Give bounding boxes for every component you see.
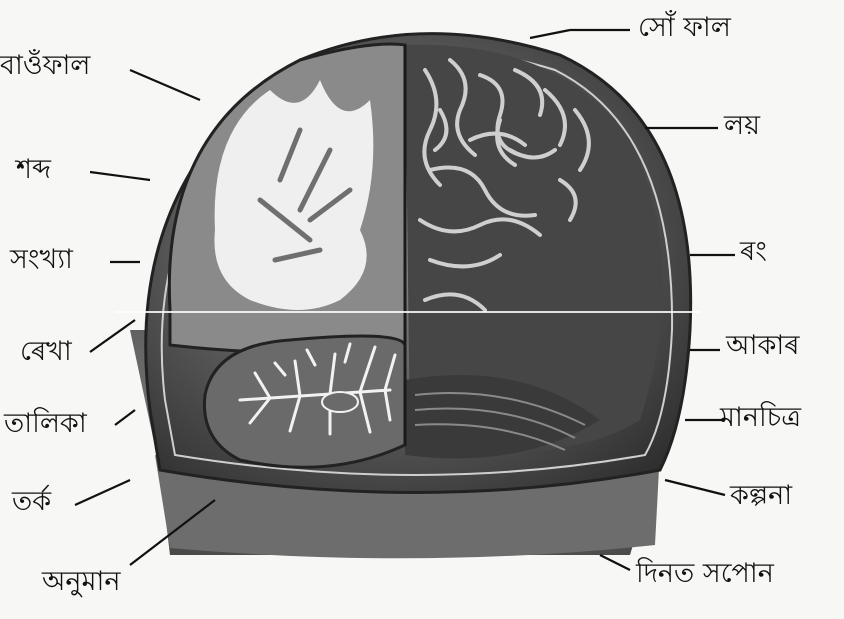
label-left-6: তৰ্ক [12, 488, 51, 515]
label-right-3: ৰং [740, 238, 767, 265]
label-left-3: সংখ্যা [10, 246, 73, 273]
label-right-7: দিনত সপোন [636, 560, 774, 587]
cerebellum-cut [204, 336, 405, 467]
label-left-4: ৰেখা [20, 338, 72, 365]
brainstem-cut [322, 392, 358, 412]
label-right-1: সোঁ ফাল [638, 14, 731, 41]
label-left-7: অনুমান [42, 568, 120, 595]
label-left-1: বাওঁফাল [0, 52, 90, 79]
label-right-6: কল্পনা [730, 482, 792, 509]
label-right-4: আকাৰ [726, 332, 799, 359]
label-left-5: তালিকা [4, 410, 87, 437]
label-left-2: শব্দ [16, 156, 51, 183]
label-right-2: লয় [724, 112, 760, 139]
label-right-5: মানচিত্ৰ [720, 404, 801, 431]
